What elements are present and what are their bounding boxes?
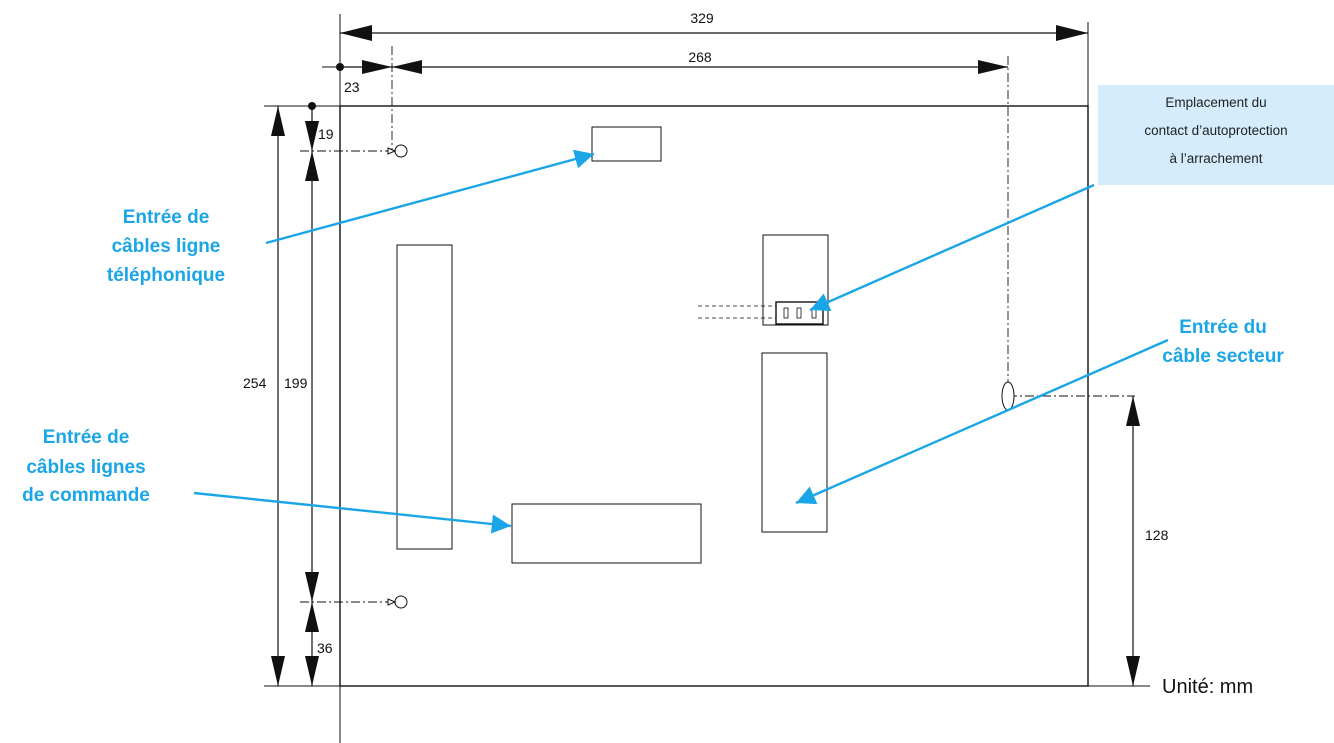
label-mains-cable-1: Entrée du (1179, 317, 1267, 338)
tamper-note-line-3: à l’arrachement (1169, 151, 1262, 166)
leader-tamper (809, 183, 1095, 312)
label-phone-line-2: câbles ligne (112, 236, 221, 257)
label-command-lines-3: de commande (22, 485, 150, 506)
dim-line-199: 199 (284, 151, 319, 602)
label-phone-line-3: téléphonique (107, 265, 225, 286)
knockouts (396, 126, 829, 564)
leader-phone (265, 149, 595, 245)
label-command-lines: Entrée de câbles lignes de commande (22, 427, 150, 506)
knockout-command (511, 503, 702, 564)
dim-254-text: 254 (243, 375, 267, 391)
label-mains-cable: Entrée du câble secteur (1162, 317, 1284, 367)
dim-line-268: 268 (392, 49, 1008, 74)
dim-199-text: 199 (284, 375, 308, 391)
dim-line-128: 128 (1126, 396, 1169, 686)
tamper-note-line-2: contact d’autoprotection (1144, 123, 1287, 138)
label-command-lines-1: Entrée de (43, 427, 130, 448)
dim-line-23: 23 (336, 60, 392, 95)
dim-36-text: 36 (317, 640, 333, 656)
dim-line-36: 36 (305, 602, 333, 686)
leader-command (193, 491, 512, 534)
dim-23-text: 23 (344, 79, 360, 95)
dim-line-329: 329 (340, 10, 1088, 41)
tamper-switch (698, 301, 824, 325)
unit-label: Unité: mm (1162, 676, 1253, 698)
label-phone-line: Entrée de câbles ligne téléphonique (107, 207, 225, 286)
label-command-lines-2: câbles lignes (26, 457, 145, 478)
dim-128-text: 128 (1145, 527, 1169, 543)
knockout-tamper-area (762, 234, 829, 326)
tamper-note: Emplacement du contact d’autoprotection … (1098, 85, 1334, 185)
tamper-note-line-1: Emplacement du (1165, 95, 1266, 110)
leader-mains (795, 338, 1169, 505)
dim-19-text: 19 (318, 126, 334, 142)
keyhole-bottom (387, 595, 408, 609)
keyhole-top (387, 144, 408, 158)
label-mains-cable-2: câble secteur (1162, 346, 1284, 367)
knockout-phone (591, 126, 662, 162)
label-phone-line-1: Entrée de (123, 207, 210, 228)
knockout-left-tall (396, 244, 453, 550)
dim-268-text: 268 (688, 49, 712, 65)
tamper-note-bg (1098, 85, 1334, 185)
dim-329-text: 329 (690, 10, 714, 26)
extension-lines (264, 14, 1150, 743)
centerlines (300, 46, 1135, 603)
knockout-mains (761, 352, 828, 533)
leader-arrows (193, 149, 1169, 534)
dim-line-254: 254 (243, 106, 285, 686)
hole-right (1001, 381, 1015, 411)
dim-line-19: 19 (305, 102, 334, 151)
